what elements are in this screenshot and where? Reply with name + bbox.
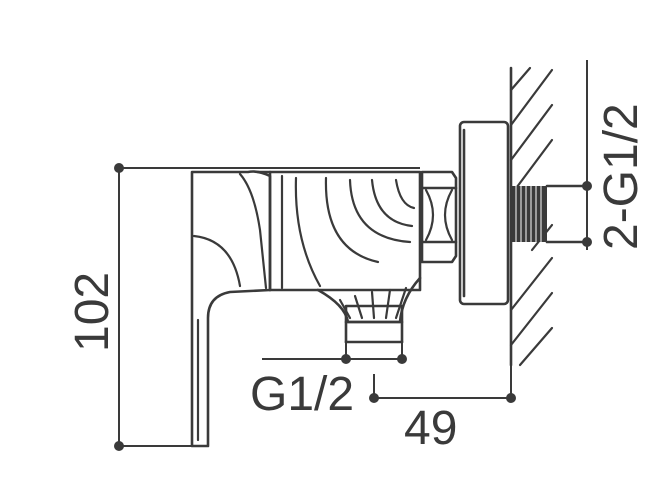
outlet-dimension: G1/2 xyxy=(250,342,407,421)
width-label: 49 xyxy=(404,402,457,455)
outlet-thread-label: G1/2 xyxy=(250,368,354,421)
hex-nut xyxy=(420,170,458,264)
inlet-dimension: 2-G1/2 xyxy=(582,60,648,250)
inlet-thread xyxy=(511,184,589,244)
height-dimension: 102 xyxy=(66,163,420,451)
lever-handle xyxy=(190,170,272,448)
width-dimension: 49 xyxy=(369,365,516,455)
wall-flange xyxy=(458,120,510,306)
height-label: 102 xyxy=(66,272,119,352)
inlet-thread-label: 2-G1/2 xyxy=(595,103,648,250)
outlet-spout xyxy=(316,276,422,344)
valve-body xyxy=(256,170,422,292)
